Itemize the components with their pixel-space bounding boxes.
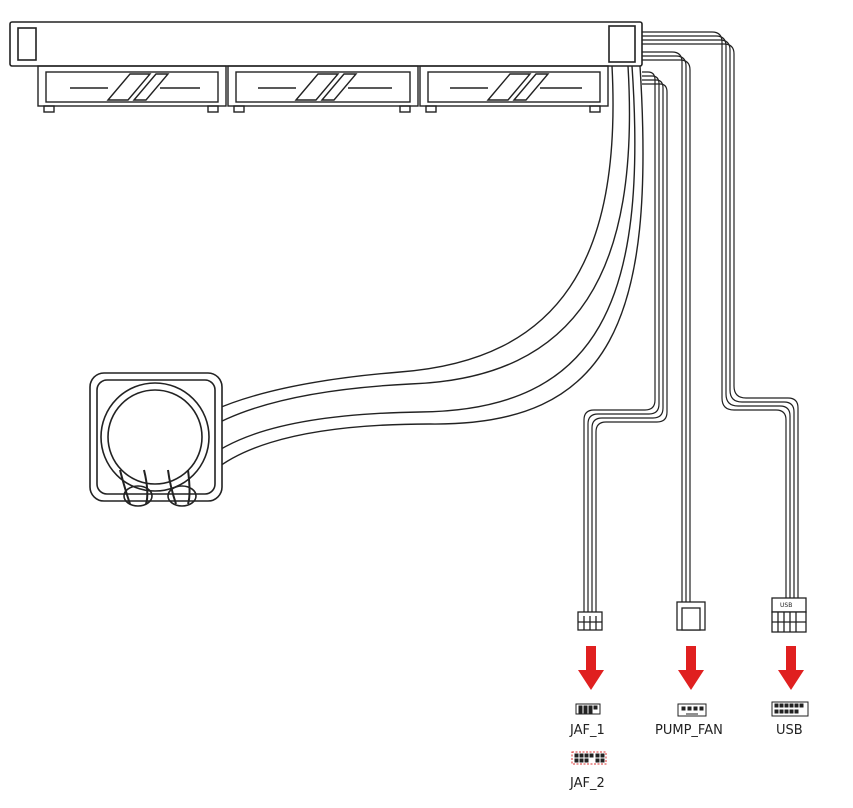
usb-label: USB	[776, 723, 803, 738]
fan-1	[37, 65, 227, 113]
argb-cable	[583, 71, 668, 612]
pump-fan-connector-plug	[676, 601, 706, 631]
pump-fan-cable	[642, 51, 691, 602]
fan-3	[419, 65, 609, 113]
fan-2	[227, 65, 419, 113]
usb-connector-plug	[771, 597, 807, 633]
pump-fan-header-icon	[677, 703, 707, 717]
jaf1-header-icon	[575, 703, 601, 715]
arrow-jaf1	[578, 646, 604, 690]
argb-connector-plug	[577, 611, 603, 631]
usb-cable	[642, 31, 799, 600]
jaf2-label: JAF_2	[570, 776, 605, 791]
pump-fan-label: PUMP_FAN	[655, 723, 723, 738]
jaf1-label: JAF_1	[570, 723, 605, 738]
pump-block	[89, 372, 223, 507]
arrow-pump-fan	[678, 646, 704, 690]
radiator	[9, 21, 643, 67]
usb-plug-label: USB	[780, 602, 792, 609]
arrow-usb	[778, 646, 804, 690]
jaf2-header-icon	[571, 751, 607, 765]
usb-header-icon	[771, 701, 809, 717]
